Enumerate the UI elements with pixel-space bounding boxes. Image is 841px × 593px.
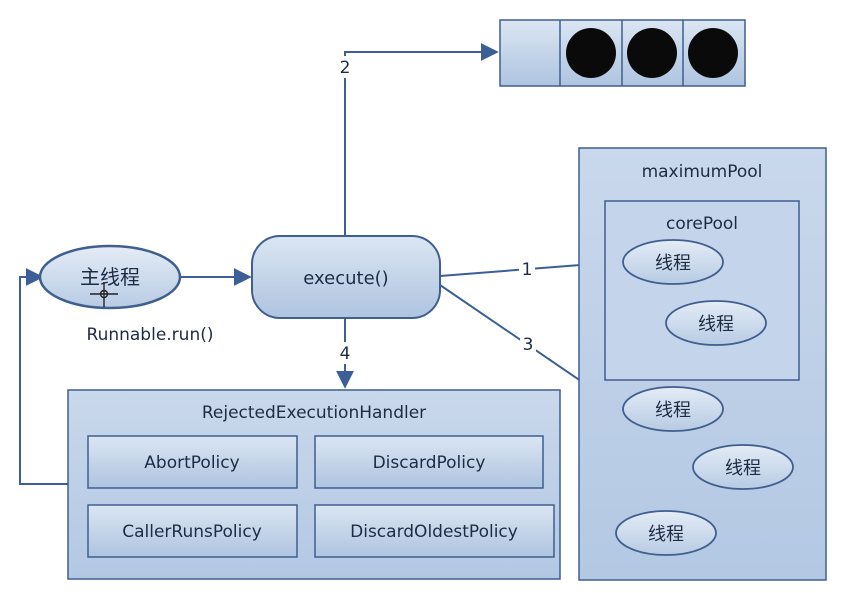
- extra-thread-node: [622, 386, 724, 432]
- policy-discard: [314, 435, 544, 489]
- arrow-execute-to-queue: [344, 43, 499, 235]
- core-thread-label: 线程: [655, 253, 691, 274]
- queued-task: [688, 28, 738, 78]
- extra-thread-label: 线程: [648, 524, 684, 545]
- step-4-label: 4: [340, 344, 351, 364]
- step-1-label: 1: [522, 260, 533, 280]
- maximum-pool-title: maximumPool: [642, 162, 763, 182]
- core-thread-node: [622, 239, 724, 285]
- extra-thread-label: 线程: [655, 400, 691, 421]
- extra-thread-node: [615, 510, 717, 556]
- execute-label: execute(): [303, 268, 388, 289]
- main-thread-node: [38, 244, 182, 310]
- policy-discard-oldest: [314, 504, 555, 558]
- extra-thread-label: 线程: [725, 458, 761, 479]
- step-2-label: 2: [340, 58, 351, 78]
- policy-label: DiscardOldestPolicy: [350, 522, 518, 542]
- policy-label: CallerRunsPolicy: [122, 522, 262, 542]
- arrow-handler-to-main: [19, 268, 68, 485]
- execute-node: [251, 235, 441, 319]
- label-bg: [519, 258, 535, 280]
- policy-label: AbortPolicy: [144, 453, 239, 473]
- policy-abort: [87, 435, 298, 489]
- label-bg: [336, 342, 354, 364]
- rejected-handler-title: RejectedExecutionHandler: [202, 403, 426, 423]
- policy-caller-runs: [87, 504, 298, 558]
- queued-task: [627, 28, 677, 78]
- label-bg: [336, 56, 354, 78]
- extra-thread-node: [692, 444, 794, 490]
- step-3-label: 3: [523, 335, 534, 355]
- core-pool-title: corePool: [666, 214, 738, 234]
- queued-task: [566, 28, 616, 78]
- policy-label: DiscardPolicy: [373, 453, 486, 473]
- crosshair-cursor-icon: [90, 282, 118, 307]
- core-thread-label: 线程: [698, 314, 734, 335]
- label-bg: [520, 333, 536, 355]
- runnable-run-caption: Runnable.run(): [87, 325, 214, 345]
- main-thread-label: 主线程: [80, 265, 140, 289]
- task-queue: [499, 19, 746, 87]
- core-pool-container: [604, 200, 800, 381]
- core-thread-node: [665, 300, 767, 346]
